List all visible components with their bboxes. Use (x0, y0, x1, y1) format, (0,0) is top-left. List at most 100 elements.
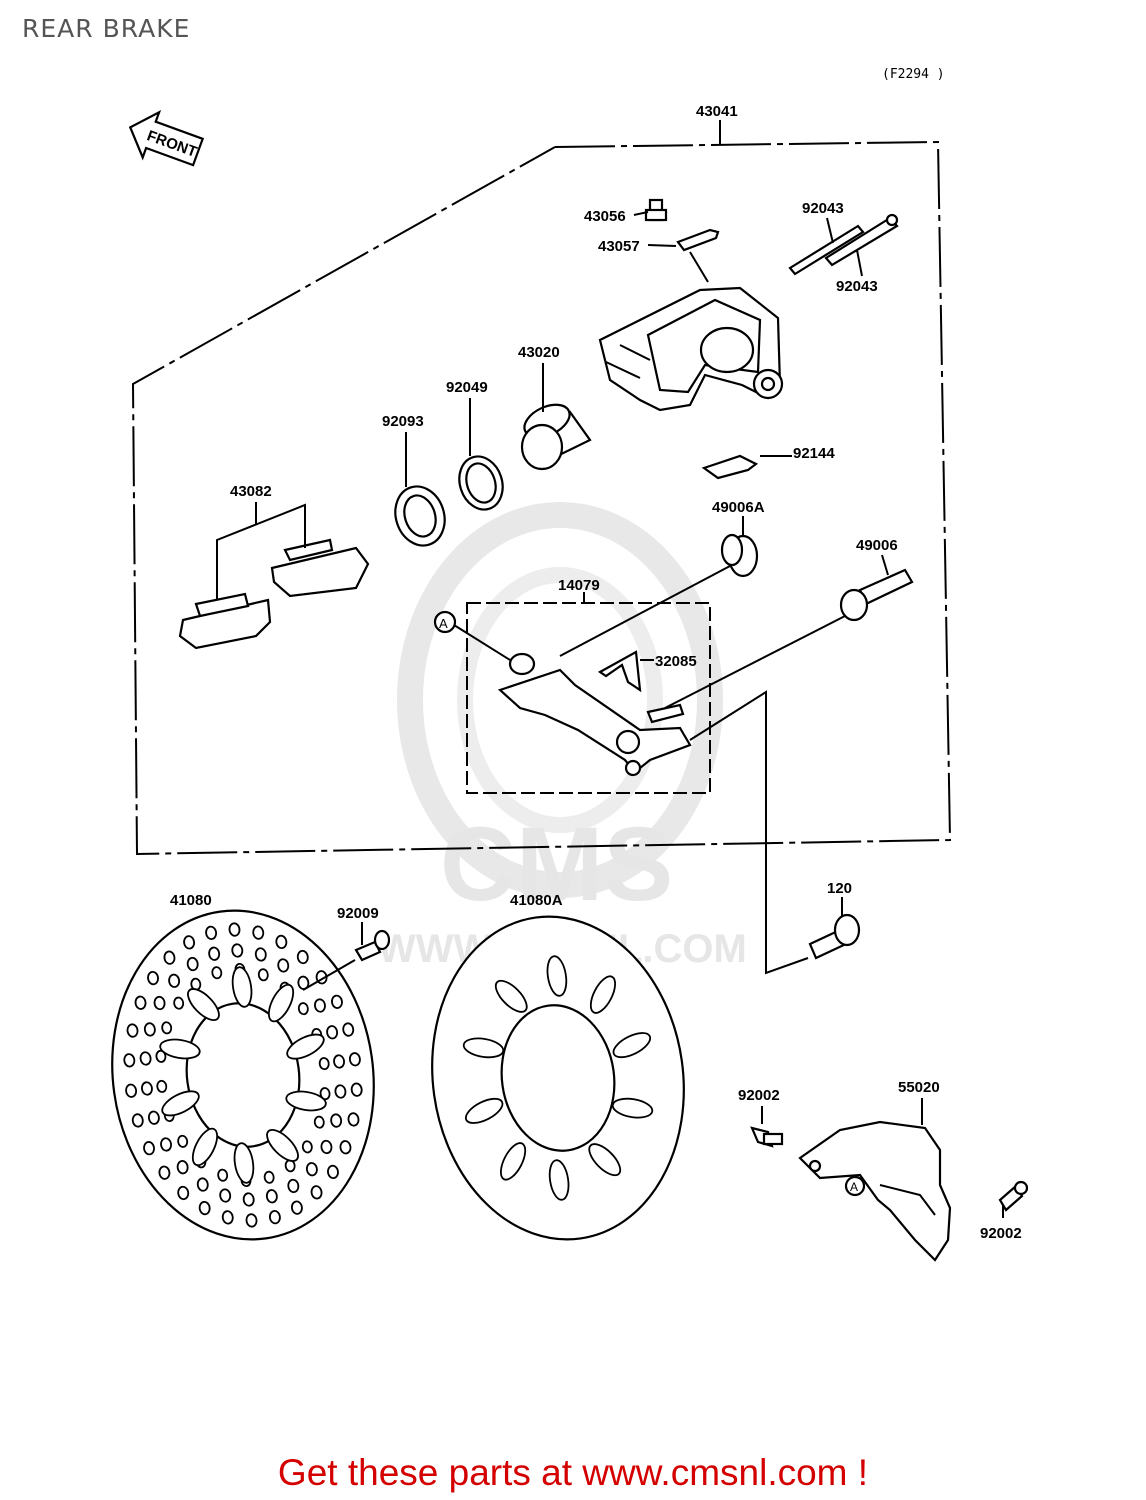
disc-hole (310, 1185, 323, 1200)
watermark-brand: CMS (440, 806, 673, 923)
part-label: 43056 (584, 208, 626, 225)
part-label: 49006 (856, 537, 898, 554)
caliper-piston (520, 403, 592, 471)
guard-bolt-right (998, 1180, 1029, 1212)
disc-hole (348, 1052, 361, 1067)
caliper-pins (788, 213, 899, 276)
svg-text:A: A (439, 616, 448, 631)
part-label: 92009 (337, 905, 379, 922)
disc-hole (331, 994, 343, 1009)
disc-hole (350, 1082, 363, 1097)
brake-disc-drilled (111, 909, 375, 1241)
part-label: 49006A (712, 499, 765, 516)
disc-hole (155, 1049, 167, 1063)
disc-hole (327, 1164, 339, 1180)
disc-hole (126, 1023, 139, 1038)
disc-hole (296, 949, 309, 965)
disc-hole (131, 1113, 144, 1128)
pin-bushing (720, 533, 759, 578)
disc-hole (173, 996, 185, 1010)
disc-hole (245, 1213, 258, 1228)
disc-hole (168, 973, 181, 988)
reference-marker-a: A (433, 610, 457, 634)
disc-bolt (354, 929, 391, 962)
disc-hole (320, 1139, 333, 1155)
disc-hole (326, 1025, 339, 1040)
guard-bolt-left (750, 1126, 784, 1148)
disc-hole (219, 1188, 232, 1203)
disc-hole (139, 1051, 152, 1066)
disc-cutout (611, 1097, 654, 1119)
part-label: 32085 (655, 653, 697, 670)
disc-hole (263, 1170, 275, 1184)
disc-hole (161, 1021, 173, 1035)
disc-cutout (494, 979, 528, 1013)
disc-hole (156, 1079, 168, 1093)
caliper-bracket (497, 652, 692, 777)
part-label: 55020 (898, 1079, 940, 1096)
disc-hole (183, 935, 196, 950)
disc-cutout (266, 1129, 299, 1162)
disc-hole (301, 1140, 313, 1154)
front-arrow-icon: FRONT (128, 110, 205, 167)
disc-hole (228, 922, 241, 937)
sleeve-bolt (839, 568, 914, 622)
disc-hole (252, 925, 265, 940)
disc-cutout (159, 1038, 201, 1060)
disc-cutout (267, 983, 295, 1023)
part-label: 43041 (696, 103, 738, 120)
disc-cutout (464, 1097, 504, 1124)
disc-cutout (462, 1037, 505, 1059)
disc-hole (163, 950, 176, 965)
disc-hole (196, 1177, 209, 1192)
disc-cutout (191, 1127, 219, 1167)
disc-hole (333, 1054, 345, 1069)
part-label: 92043 (836, 278, 878, 295)
bleeder-valve (644, 198, 668, 222)
disc-hole (211, 966, 223, 980)
part-label: 92002 (738, 1087, 780, 1104)
svg-text:A: A (850, 1180, 858, 1194)
pad-spring (701, 454, 759, 480)
disc-hole (177, 1134, 189, 1148)
disc-hole (334, 1084, 347, 1099)
disc-hole (153, 995, 166, 1011)
part-label: 43082 (230, 483, 272, 500)
disc-hole (198, 1200, 211, 1216)
disc-cutout (546, 955, 568, 997)
disc-cutout (588, 1143, 622, 1177)
disc-cutout (286, 1033, 325, 1060)
disc-hole (347, 1112, 360, 1127)
disc-hole (287, 1178, 300, 1194)
disc-hole (339, 1140, 352, 1155)
piston-seal (458, 455, 504, 511)
disc-hole (242, 1192, 255, 1207)
disc-hole (297, 1002, 309, 1016)
footer-link[interactable]: Get these parts at www.cmsnl.com ! (277, 1452, 869, 1493)
part-label: 41080 (170, 892, 212, 909)
bracket-subassembly-box (466, 602, 711, 794)
disc-hole (265, 1189, 278, 1204)
brake-disc-solid (431, 915, 685, 1241)
disc-hole (177, 1185, 190, 1201)
disc-cutout (548, 1159, 570, 1201)
disc-hole (205, 925, 218, 940)
disc-cutout (500, 1142, 527, 1181)
disc-hole (208, 946, 221, 961)
part-labels: 43041 43056 43057 92043 92043 43020 9204… (170, 103, 1022, 1242)
part-label: 43057 (598, 238, 640, 255)
disc-hole (160, 1137, 172, 1152)
part-label: 92049 (446, 379, 488, 396)
disc-hole (313, 1115, 325, 1129)
disc-hole (147, 1110, 160, 1125)
disc-hole (342, 1022, 355, 1037)
disc-cutout (231, 966, 253, 1008)
disc-hole (290, 1200, 303, 1215)
part-label: 92002 (980, 1225, 1022, 1242)
disc-hole (221, 1210, 234, 1225)
disc-hole (147, 970, 159, 986)
disc-hole (125, 1083, 138, 1098)
disc-cutout (612, 1032, 652, 1059)
disc-cutout (161, 1090, 200, 1117)
